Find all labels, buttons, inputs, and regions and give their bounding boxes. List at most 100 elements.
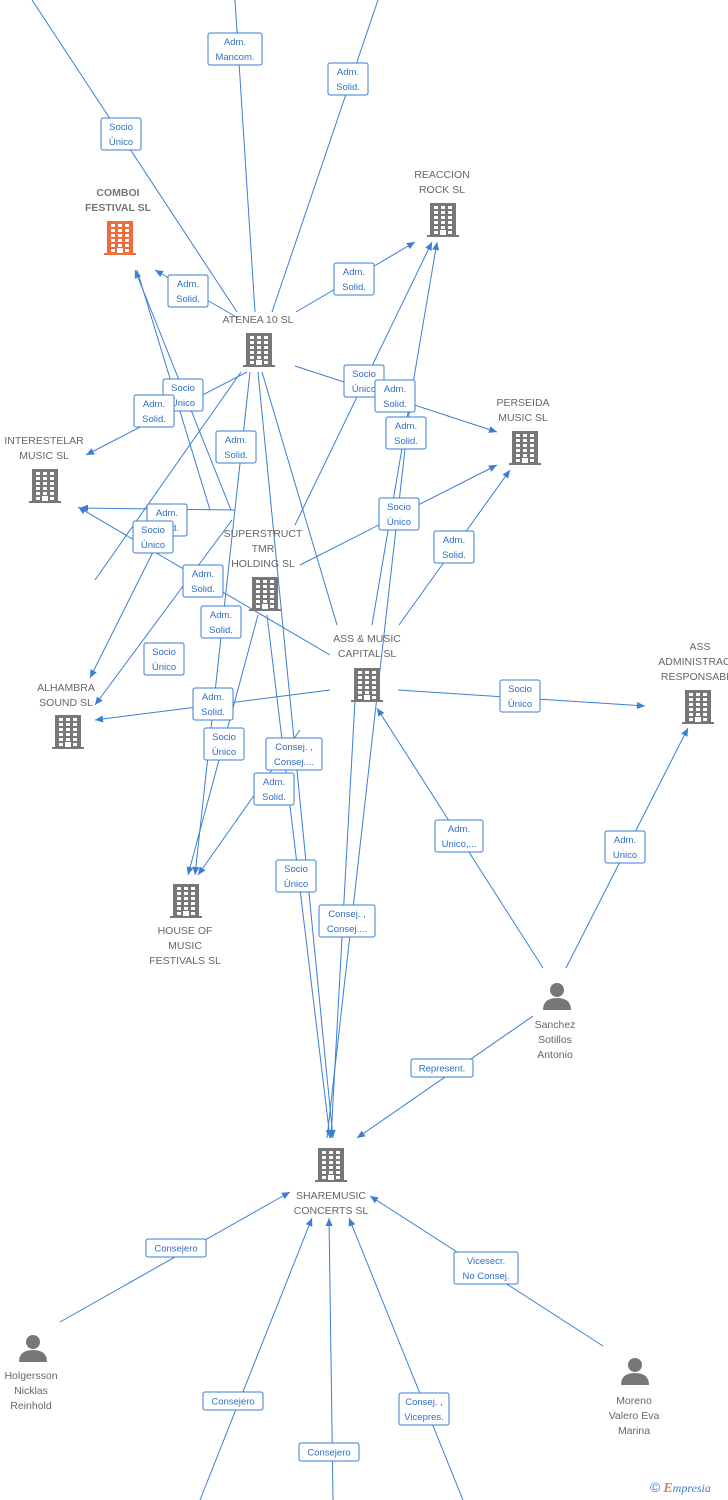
relation-label-text: Adm. xyxy=(202,692,224,703)
relation-label[interactable]: Adm.Solid. xyxy=(182,564,224,598)
building-window xyxy=(125,229,129,232)
node-label: FESTIVALS SL xyxy=(149,955,221,967)
arrowhead-icon xyxy=(155,270,164,278)
relation-label[interactable]: Adm.Solid. xyxy=(433,530,475,564)
arrowhead-icon xyxy=(357,1130,366,1138)
relation-label[interactable]: Adm.Mancom. xyxy=(207,32,263,66)
building-window xyxy=(177,912,181,915)
building-door xyxy=(256,360,262,365)
building-window xyxy=(441,206,445,209)
building-window xyxy=(434,221,438,224)
relation-label-text: Solid. xyxy=(336,82,360,93)
node-label: Valero Eva xyxy=(609,1410,660,1422)
building-window xyxy=(256,580,260,583)
building-window xyxy=(66,738,70,741)
building-window xyxy=(66,728,70,731)
relation-label-text: Socio xyxy=(109,122,133,133)
building-window xyxy=(703,703,707,706)
relation-label-text: Solid. xyxy=(342,282,366,293)
relation-label[interactable]: Represent. xyxy=(410,1058,474,1078)
empresia-credit[interactable]: ©Empresia xyxy=(650,1479,711,1497)
relation-label[interactable]: Consejero xyxy=(145,1238,207,1258)
relation-label[interactable]: Adm.Solid. xyxy=(333,262,375,296)
building-window xyxy=(434,231,438,234)
node-label: Reinhold xyxy=(10,1400,52,1412)
relation-label[interactable]: Adm.Solid. xyxy=(215,430,257,464)
relation-label-box xyxy=(253,772,295,806)
building-window xyxy=(264,341,268,344)
node-label: HOUSE OF xyxy=(158,925,213,937)
relation-label[interactable]: Consejero xyxy=(202,1391,264,1411)
building-window xyxy=(184,902,188,905)
building-window xyxy=(365,686,369,689)
relation-label[interactable]: Consej. ,Consej.... xyxy=(265,737,323,771)
edge-labels-layer: Adm.Mancom.Adm.Solid.SocioÚnicoAdm.Solid… xyxy=(100,32,646,1462)
building-window xyxy=(59,723,63,726)
building-window xyxy=(696,693,700,696)
building-window xyxy=(263,585,267,588)
building-window xyxy=(111,224,115,227)
arrowhead-icon xyxy=(281,1192,290,1199)
relation-label-text: Único xyxy=(284,879,308,890)
building-window xyxy=(256,600,260,603)
building-window xyxy=(59,738,63,741)
node-label: Moreno xyxy=(616,1395,652,1407)
relation-label[interactable]: Adm.Solid. xyxy=(192,687,234,721)
relation-label[interactable]: Adm.Solid. xyxy=(133,394,175,428)
building-door xyxy=(522,458,528,463)
person-icon xyxy=(543,983,571,1010)
building-window xyxy=(264,336,268,339)
building-window xyxy=(696,703,700,706)
node-label: INTERESTELAR xyxy=(4,435,84,447)
node-label: SOUND SL xyxy=(39,697,93,709)
building-window xyxy=(329,1166,333,1169)
relation-label[interactable]: Adm.Solid. xyxy=(253,772,295,806)
arrowhead-icon xyxy=(406,242,415,250)
relation-label[interactable]: Adm.Unico,... xyxy=(434,819,484,853)
relation-label[interactable]: Consej. ,Vicepres. xyxy=(398,1392,450,1426)
connection-line xyxy=(348,1217,464,1500)
relation-label[interactable]: Vicesecr.No Consej. xyxy=(453,1251,519,1285)
arrowhead-icon xyxy=(90,669,97,678)
relation-label[interactable]: Consej. ,Consej.... xyxy=(318,904,376,938)
relation-label[interactable]: Adm.Solid. xyxy=(200,605,242,639)
relation-label-text: Adm. xyxy=(384,384,406,395)
building-window xyxy=(50,497,54,500)
relation-label-text: Unico xyxy=(613,850,637,861)
building-window xyxy=(329,1171,333,1174)
relation-label-text: Único xyxy=(387,517,411,528)
arrowhead-icon xyxy=(95,715,104,723)
relation-label[interactable]: Adm.Solid. xyxy=(167,274,209,308)
relation-label[interactable]: Consejero xyxy=(298,1442,360,1462)
building-window xyxy=(118,229,122,232)
relation-label[interactable]: Adm.Solid. xyxy=(327,62,369,96)
arrowhead-icon xyxy=(636,701,645,709)
node-atenea[interactable]: ATENEA 10 SL xyxy=(222,314,294,367)
relation-label[interactable]: Adm.Unico xyxy=(604,830,646,864)
building-window xyxy=(191,897,195,900)
node-assadmin[interactable]: ASSADMINISTRACIORESPONSABLE xyxy=(658,641,728,724)
relation-label[interactable]: Adm.Solid. xyxy=(374,379,416,413)
relation-label[interactable]: Adm.Solid. xyxy=(385,416,427,450)
building-window xyxy=(322,1156,326,1159)
building-icon xyxy=(29,469,61,503)
